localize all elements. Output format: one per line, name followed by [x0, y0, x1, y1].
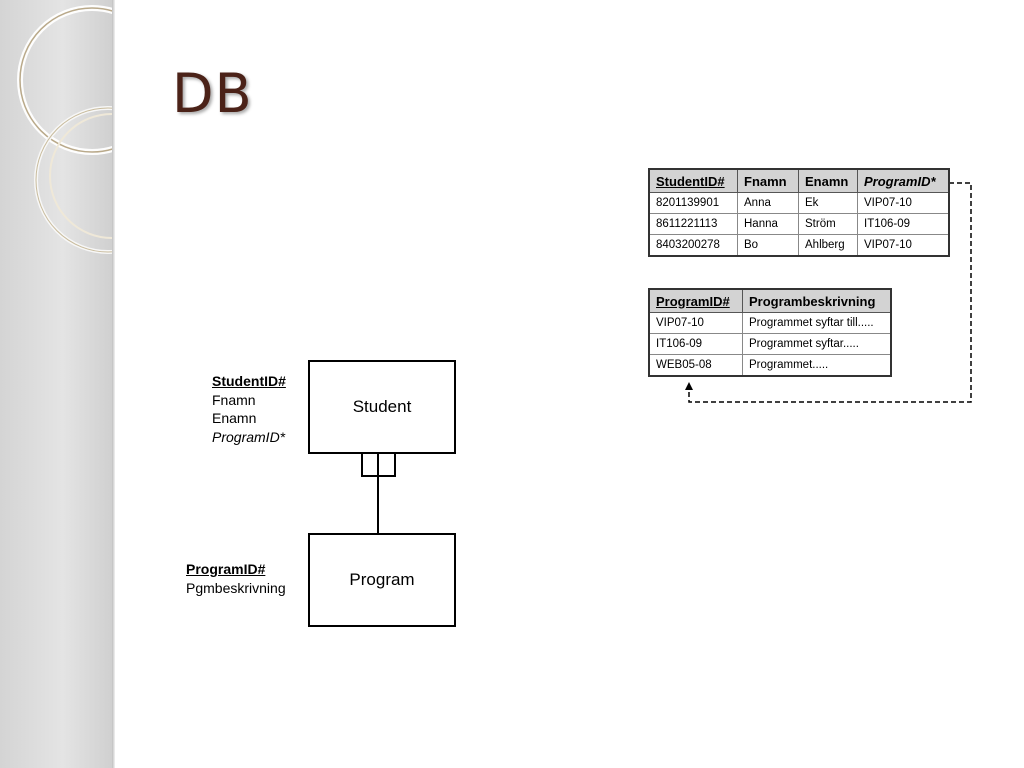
- program-attr-pk: ProgramID#: [186, 561, 266, 577]
- arrow-head-icon: [685, 382, 693, 390]
- table-cell: WEB05-08: [648, 354, 743, 377]
- table-cell: 8201139901: [648, 192, 738, 214]
- student-col-programid: ProgramID*: [857, 168, 950, 193]
- student-table-header-row: StudentID# Fnamn Enamn ProgramID*: [648, 168, 950, 193]
- table-cell: VIP07-10: [857, 234, 950, 257]
- one-to-many-connector: [361, 453, 396, 534]
- student-col-enamn: Enamn: [798, 168, 858, 193]
- table-cell: Bo: [737, 234, 799, 257]
- program-attr-desc: Pgmbeskrivning: [186, 579, 286, 596]
- student-col-fnamn: Fnamn: [737, 168, 799, 193]
- program-col-programid: ProgramID#: [648, 288, 743, 313]
- decorative-circles: [17, 5, 114, 254]
- table-cell: IT106-09: [857, 213, 950, 235]
- table-cell: VIP07-10: [648, 312, 743, 334]
- student-attr-enamn: Enamn: [212, 410, 257, 426]
- table-cell: Ek: [798, 192, 858, 214]
- table-row: 8611221113 Hanna Ström IT106-09: [648, 213, 950, 235]
- foreign-key-reference-arrow: [688, 182, 972, 403]
- student-entity: Student: [308, 360, 456, 454]
- table-row: 8201139901 Anna Ek VIP07-10: [648, 192, 950, 214]
- student-entity-label: Student: [352, 397, 412, 416]
- table-cell: IT106-09: [648, 333, 743, 355]
- table-cell: Hanna: [737, 213, 799, 235]
- student-attr-fnamn: Fnamn: [212, 391, 256, 408]
- student-attr-fk: ProgramID*: [212, 428, 286, 445]
- slide-title: DB: [172, 62, 253, 125]
- table-cell: 8611221113: [648, 213, 738, 235]
- table-cell: Ahlberg: [798, 234, 858, 257]
- table-row: WEB05-08 Programmet.....: [648, 354, 892, 377]
- decorative-sidebar: [0, 0, 114, 768]
- table-cell: Programmet syftar.....: [742, 333, 892, 355]
- table-cell: 8403200278: [648, 234, 738, 257]
- student-col-studentid: StudentID#: [648, 168, 738, 193]
- table-cell: Programmet.....: [742, 354, 892, 377]
- program-entity-label: Program: [349, 570, 415, 589]
- program-entity: Program: [308, 533, 456, 627]
- program-table-header-row: ProgramID# Programbeskrivning: [648, 288, 892, 313]
- table-cell: Programmet syftar till.....: [742, 312, 892, 334]
- table-row: VIP07-10 Programmet syftar till.....: [648, 312, 892, 334]
- program-col-description: Programbeskrivning: [742, 288, 892, 313]
- sidebar-edge: [112, 0, 115, 768]
- table-row: 8403200278 Bo Ahlberg VIP07-10: [648, 234, 950, 257]
- table-cell: Ström: [798, 213, 858, 235]
- student-attributes: StudentID# Fnamn Enamn ProgramID*: [212, 372, 286, 446]
- program-attributes: ProgramID# Pgmbeskrivning: [186, 560, 286, 597]
- student-attr-pk: StudentID#: [212, 373, 286, 389]
- student-table: StudentID# Fnamn Enamn ProgramID* 820113…: [648, 168, 950, 257]
- table-cell: VIP07-10: [857, 192, 950, 214]
- table-row: IT106-09 Programmet syftar.....: [648, 333, 892, 355]
- table-cell: Anna: [737, 192, 799, 214]
- program-table: ProgramID# Programbeskrivning VIP07-10 P…: [648, 288, 892, 377]
